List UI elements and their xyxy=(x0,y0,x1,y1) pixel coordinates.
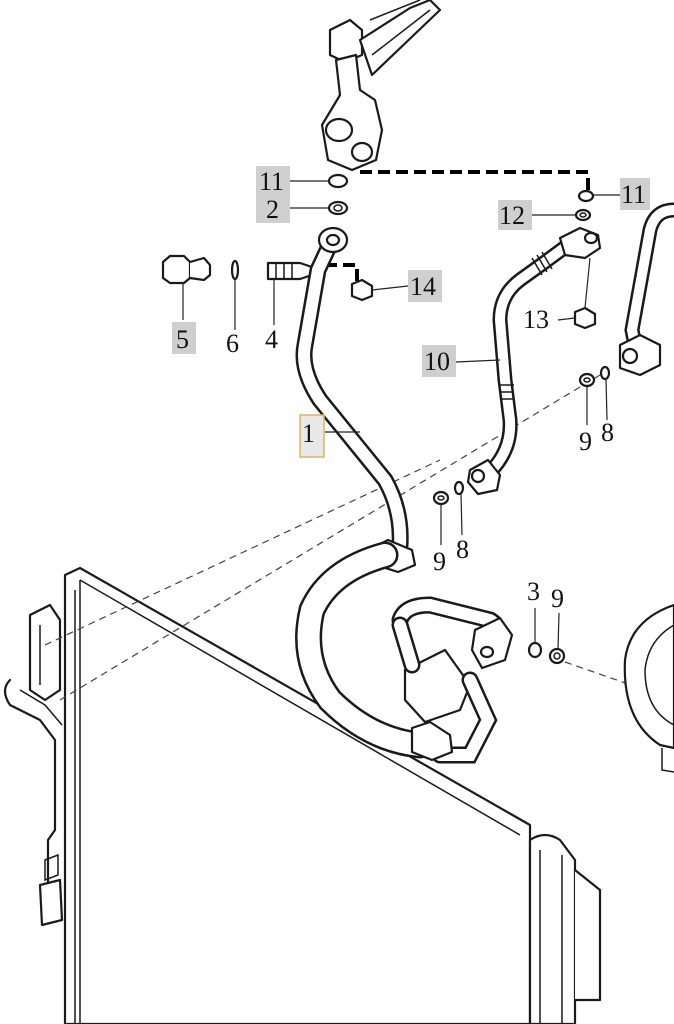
callout-3[interactable]: 3 xyxy=(527,577,540,606)
callout-14[interactable]: 14 xyxy=(410,272,436,301)
hose-right xyxy=(618,202,674,377)
callout-highlights xyxy=(172,166,650,458)
hose-10 xyxy=(466,226,602,496)
callout-13[interactable]: 13 xyxy=(523,305,549,334)
callout-labels: 11 2 11 12 14 5 6 4 13 10 1 9 8 9 8 3 9 xyxy=(176,167,646,613)
callout-5[interactable]: 5 xyxy=(176,325,189,354)
fitting-parts xyxy=(161,254,320,285)
selected-callout-box[interactable] xyxy=(299,414,325,458)
leader-lines xyxy=(182,180,620,650)
callout-10[interactable]: 10 xyxy=(424,347,450,376)
callout-9-mid[interactable]: 9 xyxy=(433,547,446,576)
hose-1 xyxy=(295,226,514,764)
connection-dashed-2 xyxy=(325,263,359,282)
connection-dashed xyxy=(360,170,590,192)
compressor xyxy=(623,603,674,773)
callout-11-right[interactable]: 11 xyxy=(621,180,646,209)
callout-9-lower[interactable]: 9 xyxy=(551,584,564,613)
condenser xyxy=(3,374,674,1024)
callout-4[interactable]: 4 xyxy=(265,325,278,354)
callout-6[interactable]: 6 xyxy=(226,329,239,358)
upper-fitting xyxy=(320,0,442,172)
callout-12[interactable]: 12 xyxy=(499,201,525,230)
callout-8-mid[interactable]: 8 xyxy=(456,535,469,564)
callout-2[interactable]: 2 xyxy=(266,195,279,224)
callout-8-right[interactable]: 8 xyxy=(601,418,614,447)
callout-9-right[interactable]: 9 xyxy=(579,427,592,456)
callout-11-left[interactable]: 11 xyxy=(259,167,284,196)
callout-1[interactable]: 1 xyxy=(302,419,315,448)
